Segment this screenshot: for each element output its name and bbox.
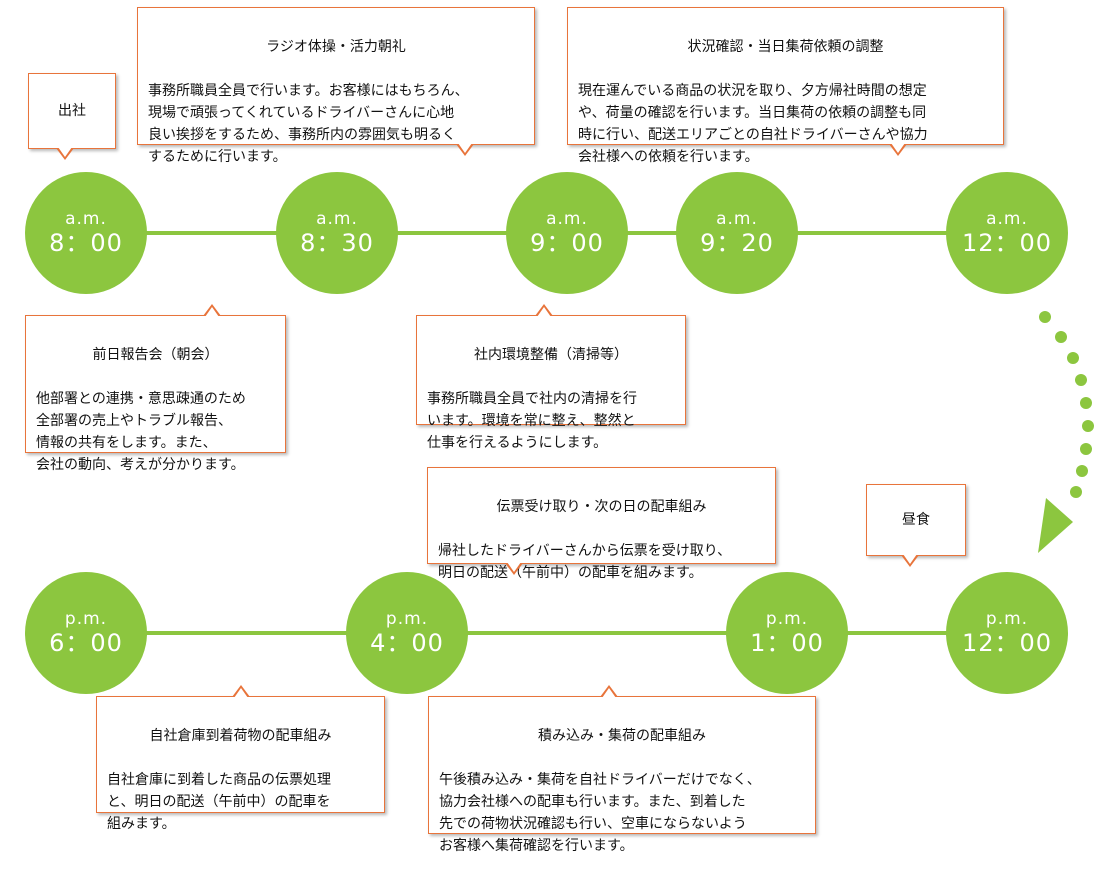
callout-title: 自社倉庫到着荷物の配車組み: [149, 728, 332, 744]
time-node-pm-100: p.m. 1：00: [726, 572, 848, 694]
time-node-time: 4：00: [370, 629, 444, 657]
time-node-am-800: a.m. 8：00: [25, 172, 147, 294]
time-node-am-830: a.m. 8：30: [276, 172, 398, 294]
callout-tail: [602, 688, 616, 698]
time-node-time: 8：00: [49, 229, 123, 257]
callout-body: 他部署との連携・意思疎通のため 全部署の売上やトラブル報告、 情報の共有をします…: [36, 391, 246, 473]
callout-body: 午後積み込み・集荷を自社ドライバーだけでなく、 協力会社様への配車も行います。ま…: [439, 772, 761, 854]
time-node-time: 6：00: [49, 629, 123, 657]
time-node-time: 12：00: [961, 629, 1053, 657]
arrow-dot: [1082, 420, 1094, 432]
callout-tail: [234, 688, 248, 698]
callout-body: 帰社したドライバーさんから伝票を受け取り、 明日の配送（午前中）の配車を組みます…: [438, 543, 732, 581]
time-node-period: a.m.: [546, 209, 588, 229]
arrow-dot: [1039, 311, 1051, 323]
callout-title: 伝票受け取り・次の日の配車組み: [496, 499, 707, 515]
callout-body: 事務所職員全員で社内の清掃を行 います。環境を常に整え、整然と 仕事を行えるよう…: [427, 391, 637, 451]
arrow-dot: [1067, 352, 1079, 364]
time-node-am-900: a.m. 9：00: [506, 172, 628, 294]
time-node-pm-1200: p.m. 12：00: [946, 572, 1068, 694]
callout-body: 事務所職員全員で行います。お客様にはもちろん、 現場で頑張ってくれているドライバ…: [148, 83, 469, 165]
arrow-dot: [1070, 486, 1082, 498]
time-node-period: a.m.: [316, 209, 358, 229]
time-node-pm-600: p.m. 6：00: [25, 572, 147, 694]
time-node-am-1200: a.m. 12：00: [946, 172, 1068, 294]
callout-title: 積み込み・集荷の配車組み: [538, 728, 706, 744]
callout-tail: [458, 143, 472, 153]
callout-chushoku: 昼食: [866, 484, 966, 556]
time-node-time: 12：00: [961, 229, 1053, 257]
callout-denpyo-uketori: 伝票受け取り・次の日の配車組み 帰社したドライバーさんから伝票を受け取り、 明日…: [427, 467, 776, 581]
callout-title: 社内環境整備（清掃等）: [474, 347, 628, 363]
time-node-period: a.m.: [986, 209, 1028, 229]
time-node-period: a.m.: [65, 209, 107, 229]
callout-tail: [205, 307, 219, 317]
callout-tail: [903, 554, 917, 564]
arrow-dot: [1076, 465, 1088, 477]
time-node-am-920: a.m. 9：20: [676, 172, 798, 294]
arrow-dot: [1080, 443, 1092, 455]
arrow-head-icon: [1038, 498, 1073, 553]
callout-shussha: 出社: [28, 73, 116, 149]
daily-schedule-diagram: a.m. 8：00 a.m. 8：30 a.m. 9：00 a.m. 9：20 …: [25, 7, 1094, 854]
time-node-pm-400: p.m. 4：00: [346, 572, 468, 694]
callout-tail: [891, 143, 905, 153]
time-node-time: 9：20: [700, 229, 774, 257]
callout-tsumikomi-shuka: 積み込み・集荷の配車組み 午後積み込み・集荷を自社ドライバーだけでなく、 協力会…: [428, 696, 816, 854]
time-node-period: p.m.: [985, 609, 1029, 629]
callout-text: 出社: [58, 103, 86, 119]
callout-soko-haisha: 自社倉庫到着荷物の配車組み 自社倉庫に到着した商品の伝票処理 と、明日の配送（午…: [96, 696, 385, 832]
time-node-time: 8：30: [300, 229, 374, 257]
callout-zenjitsu-hokokukai: 前日報告会（朝会） 他部署との連携・意思疎通のため 全部署の売上やトラブル報告、…: [25, 315, 286, 473]
time-node-time: 9：00: [530, 229, 604, 257]
callout-body: 現在運んでいる商品の状況を取り、夕方帰社時間の想定 や、荷量の確認を行います。当…: [578, 83, 928, 165]
callout-title: ラジオ体操・活力朝礼: [266, 39, 406, 55]
callout-kankyo-seibi: 社内環境整備（清掃等） 事務所職員全員で社内の清掃を行 います。環境を常に整え、…: [416, 315, 686, 451]
callout-title: 前日報告会（朝会）: [92, 347, 219, 363]
callout-radio-taiso: ラジオ体操・活力朝礼 事務所職員全員で行います。お客様にはもちろん、 現場で頑張…: [137, 7, 535, 165]
time-node-time: 1：00: [750, 629, 824, 657]
callout-jokyo-kakunin: 状況確認・当日集荷依頼の調整 現在運んでいる商品の状況を取り、夕方帰社時間の想定…: [567, 7, 1004, 165]
time-node-period: a.m.: [716, 209, 758, 229]
callout-title: 状況確認・当日集荷依頼の調整: [687, 39, 884, 55]
arrow-dot: [1080, 397, 1092, 409]
callout-text: 昼食: [902, 512, 930, 528]
callout-body: 自社倉庫に到着した商品の伝票処理 と、明日の配送（午前中）の配車を 組みます。: [107, 772, 331, 832]
timeline-line-bottom: [86, 631, 1010, 635]
time-node-period: p.m.: [385, 609, 429, 629]
callout-tail: [537, 307, 551, 317]
time-node-period: p.m.: [765, 609, 809, 629]
callout-tail: [507, 562, 521, 572]
arrow-dot: [1055, 331, 1067, 343]
callout-tail: [58, 147, 72, 157]
time-node-period: p.m.: [64, 609, 108, 629]
arrow-dot: [1075, 374, 1087, 386]
